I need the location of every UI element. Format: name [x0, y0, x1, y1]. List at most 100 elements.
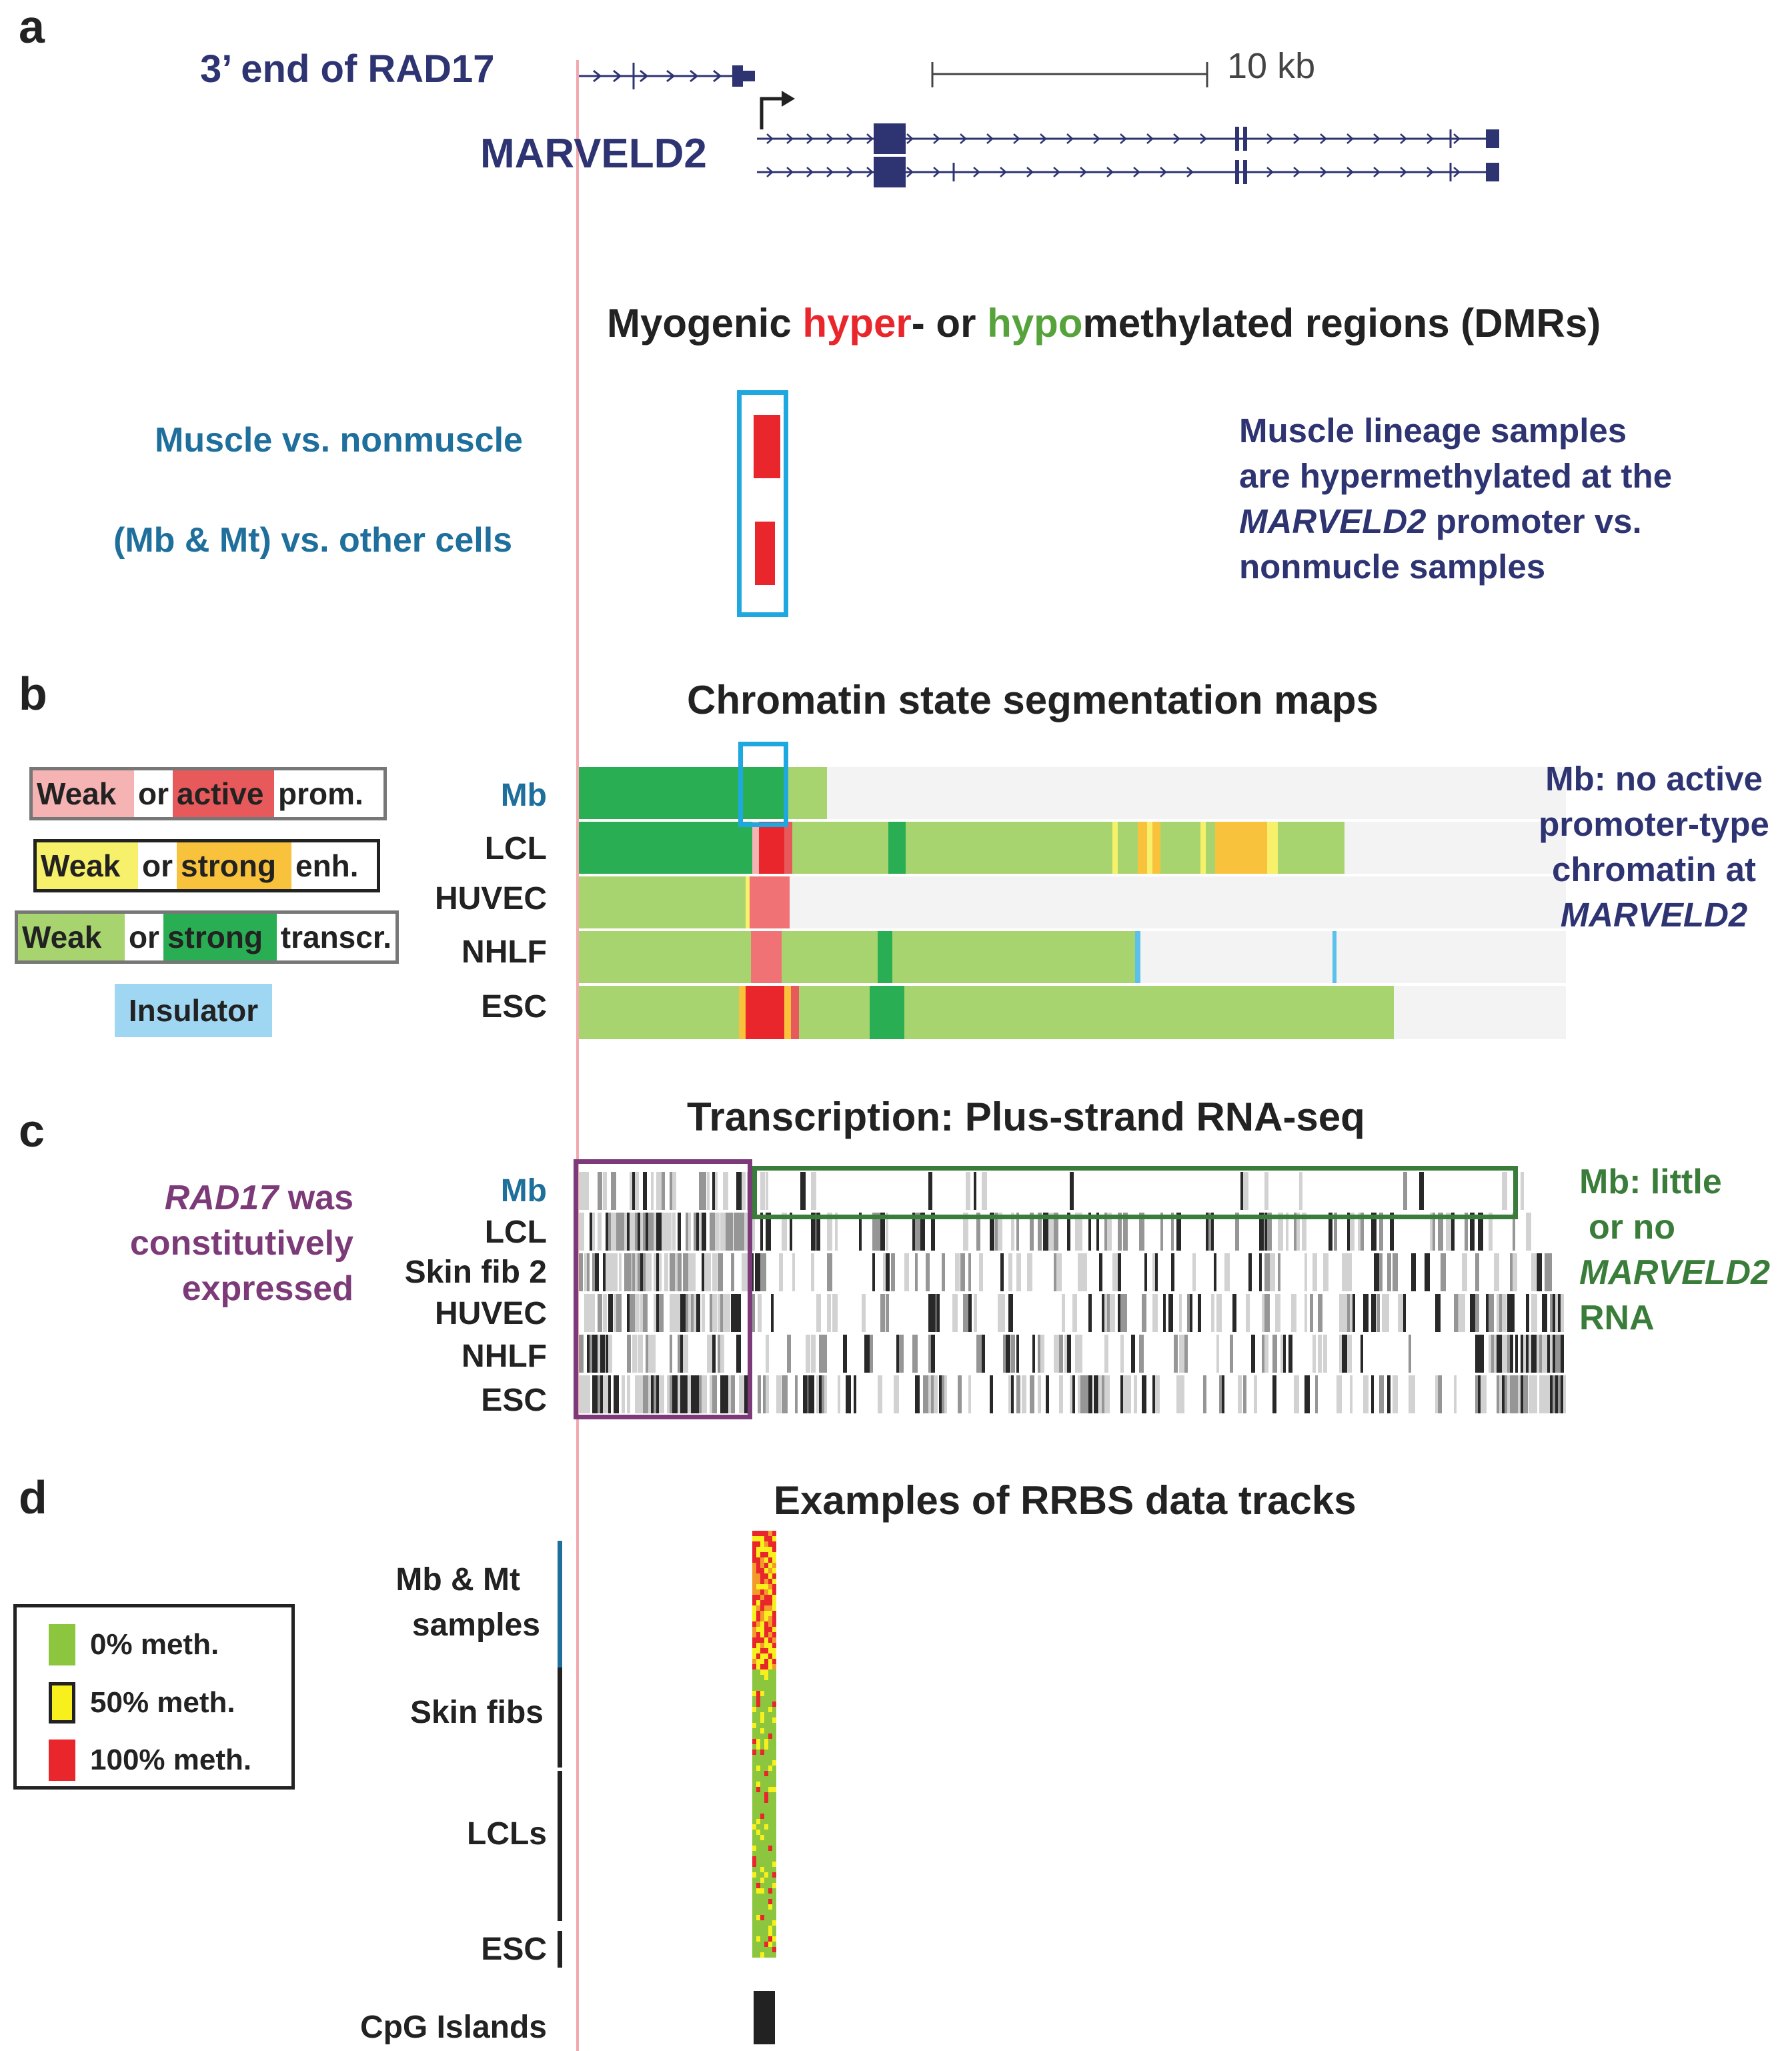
rrbs-methylation-cell [760, 1952, 764, 1958]
rrbs-methylation-cell [772, 1888, 776, 1894]
rnaseq-signal-bar [1216, 1335, 1219, 1373]
rrbs-methylation-cell [752, 1643, 756, 1648]
rrbs-methylation-cell [752, 1605, 756, 1611]
rnaseq-signal-bar [587, 1335, 592, 1373]
rnaseq-signal-bar [1016, 1213, 1019, 1251]
dmr-row-muscle-vs-nonmuscle: Muscle vs. nonmuscle [155, 421, 523, 460]
rnaseq-signal-bar [1382, 1294, 1387, 1332]
rrbs-methylation-cell [768, 1568, 772, 1573]
rrbs-methylation-cell [756, 1835, 760, 1840]
rnaseq-signal-bar [1339, 1335, 1342, 1373]
rnaseq-signal-bar [1179, 1294, 1182, 1332]
legend-insulator: Insulator [115, 984, 272, 1037]
rrbs-methylation-cell [768, 1814, 772, 1819]
rnaseq-signal-bar [603, 1375, 606, 1413]
rnaseq-signal-bar [958, 1375, 962, 1413]
rnaseq-signal-bar [1099, 1375, 1102, 1413]
rnaseq-signal-bar [1555, 1335, 1559, 1373]
rrbs-methylation-cell [772, 1712, 776, 1718]
rrbs-methylation-cell [756, 1883, 760, 1888]
rnaseq-signal-bar [1347, 1294, 1351, 1332]
rnaseq-signal-bar [656, 1253, 660, 1291]
rrbs-methylation-cell [752, 1851, 756, 1856]
rrbs-methylation-cell [756, 1605, 760, 1611]
rrbs-methylation-cell [768, 1696, 772, 1701]
rnaseq-signal-bar [1379, 1375, 1384, 1413]
rnaseq-signal-bar [662, 1172, 665, 1210]
rnaseq-signal-bar [872, 1213, 876, 1251]
rnaseq-signal-bar [1523, 1375, 1528, 1413]
rnaseq-signal-bar [1168, 1294, 1173, 1332]
rrbs-methylation-cell [764, 1579, 768, 1584]
rrbs-methylation-cell [756, 1552, 760, 1557]
rnaseq-signal-bar [870, 1335, 873, 1373]
rrbs-methylation-cell [760, 1862, 764, 1867]
rnaseq-signal-bar [1542, 1294, 1547, 1332]
rnaseq-signal-bar [1264, 1172, 1268, 1210]
rrbs-methylation-cell [760, 1867, 764, 1872]
rnaseq-signal-bar [1102, 1375, 1104, 1413]
rrbs-methylation-cell [752, 1669, 756, 1675]
rnaseq-signal-bar [1497, 1335, 1502, 1373]
rnaseq-signal-bar [955, 1294, 958, 1332]
rrbs-methylation-cell [752, 1707, 756, 1712]
rnaseq-signal-bar [1280, 1335, 1285, 1373]
rnaseq-signal-bar [1350, 1375, 1353, 1413]
rrbs-methylation-cell [752, 1771, 756, 1776]
rrbs-methylation-cell [768, 1942, 772, 1947]
rnaseq-signal-bar [1110, 1294, 1115, 1332]
rrbs-methylation-cell [764, 1750, 768, 1755]
rrbs-methylation-cell [760, 1782, 764, 1787]
rrbs-methylation-cell [752, 1835, 756, 1840]
rnaseq-signal-bar [1513, 1213, 1515, 1251]
rnaseq-signal-bar [1449, 1213, 1453, 1251]
chromatin-row-mb: Mb [500, 778, 547, 813]
rnaseq-signal-bar [1502, 1172, 1507, 1210]
rnaseq-signal-bar [718, 1335, 722, 1373]
rnaseq-signal-bar [1088, 1213, 1091, 1251]
rnaseq-signal-bar [1363, 1294, 1369, 1332]
rnaseq-signal-bar [1099, 1253, 1102, 1291]
rnaseq-signal-bar [1342, 1335, 1347, 1373]
rnaseq-signal-bar [1393, 1375, 1398, 1413]
rrbs-methylation-cell [764, 1627, 768, 1632]
rnaseq-signal-bar [667, 1213, 672, 1251]
rnaseq-signal-bar [1294, 1375, 1299, 1413]
rnaseq-signal-bar [582, 1172, 586, 1210]
rrbs-methylation-cell [768, 1653, 772, 1659]
rrbs-methylation-cell [772, 1643, 776, 1648]
rrbs-methylation-cell [764, 1611, 768, 1616]
rnaseq-signal-bar [664, 1253, 668, 1291]
rnaseq-signal-bar [1134, 1375, 1137, 1413]
rrbs-methylation-cell [764, 1798, 768, 1803]
rrbs-methylation-cell [772, 1814, 776, 1819]
rnaseq-signal-bar [702, 1213, 706, 1251]
rnaseq-signal-bar [1411, 1253, 1416, 1291]
rrbs-methylation-cell [768, 1531, 772, 1536]
rnaseq-signal-bar [824, 1375, 827, 1413]
rrbs-title: Examples of RRBS data tracks [774, 1478, 1357, 1523]
rnaseq-signal-bar [691, 1294, 695, 1332]
rrbs-methylation-cell [772, 1830, 776, 1835]
rrbs-methylation-cell [768, 1787, 772, 1792]
rnaseq-signal-bar [715, 1213, 720, 1251]
rnaseq-signal-bar [1174, 1335, 1178, 1373]
rnaseq-signal-bar [1008, 1253, 1012, 1291]
rnaseq-signal-bar [1478, 1335, 1482, 1373]
rrbs-methylation-cell [768, 1691, 772, 1696]
rnaseq-signal-bar [1104, 1375, 1110, 1413]
rnaseq-signal-bar [750, 1294, 755, 1332]
rrbs-methylation-cell [752, 1627, 756, 1632]
rrbs-methylation-cell [752, 1648, 756, 1653]
rnaseq-signal-bar [1214, 1253, 1216, 1291]
rnaseq-signal-bar [755, 1253, 760, 1291]
rrbs-methylation-cell [760, 1947, 764, 1952]
rnaseq-signal-bar [635, 1253, 640, 1291]
rnaseq-signal-bar [691, 1253, 696, 1291]
rrbs-methylation-cell [760, 1680, 764, 1685]
rrbs-methylation-cell [760, 1803, 764, 1808]
rrbs-methylation-cell [764, 1926, 768, 1931]
rrbs-methylation-cell [756, 1942, 760, 1947]
rnaseq-signal-bar [678, 1253, 682, 1291]
rrbs-bracket-mb-mt [558, 1541, 562, 1667]
